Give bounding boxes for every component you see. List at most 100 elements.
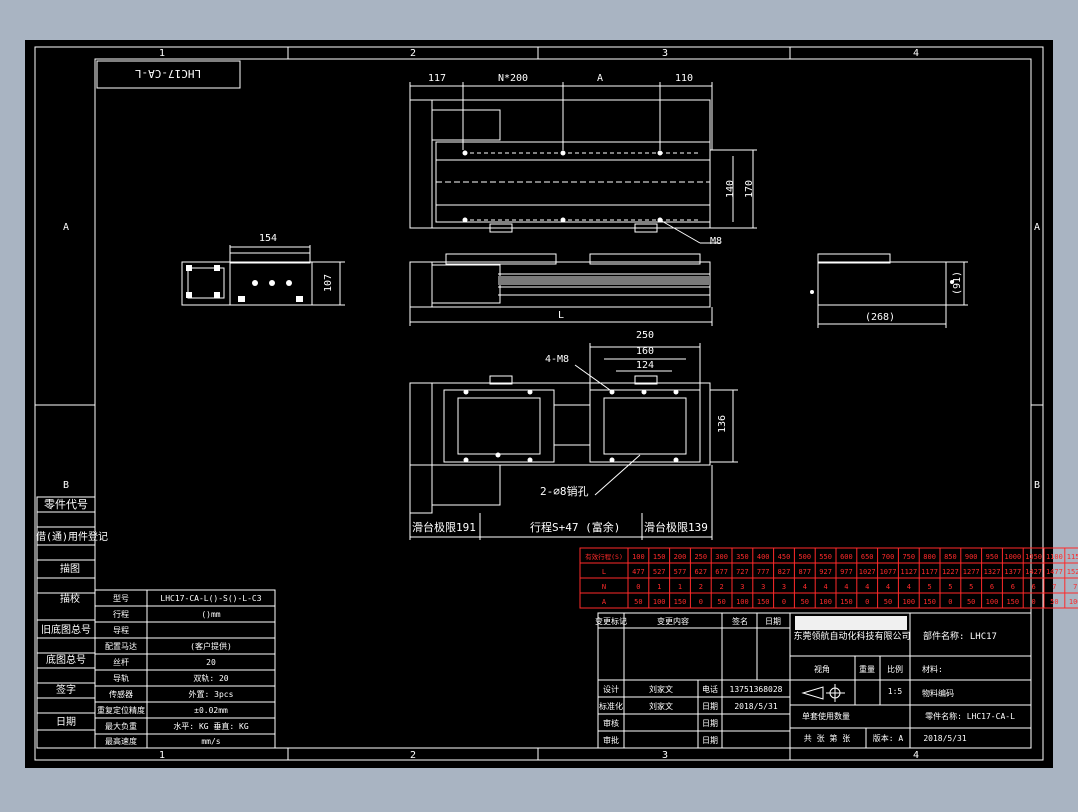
stroke-table-cell: 150 (1006, 598, 1019, 606)
spec-label: 传感器 (109, 689, 133, 699)
stroke-table-cell: 1000 (1004, 553, 1021, 561)
registry-old-base: 旧底图总号 (41, 623, 91, 636)
scale-label: 比例 (887, 664, 903, 674)
stroke-table-cell: 577 (674, 568, 687, 576)
stroke-table-cell: 6 (1011, 583, 1015, 591)
spec-value: 双轨: 20 (193, 673, 228, 683)
stroke-table-cell: 877 (798, 568, 811, 576)
part-name-label: 部件名称: LHC17 (923, 630, 997, 642)
stroke-table-cell: 0 (636, 583, 640, 591)
stroke-table-row-label: 有效行程(S) (585, 552, 623, 561)
spec-value: LHC17-CA-L()-S()-L-C3 (160, 594, 261, 603)
stroke-table-cell: 900 (965, 553, 978, 561)
change-header-content: 变更内容 (657, 616, 689, 626)
stroke-table-cell: 100 (986, 598, 999, 606)
stroke-table-cell: 1150 (1067, 553, 1078, 561)
version-label: 版本: A (873, 733, 904, 743)
stroke-table-cell: 50 (967, 598, 975, 606)
stroke-table-cell: 1527 (1067, 568, 1078, 576)
stroke-table-cell: 1077 (880, 568, 897, 576)
projection-symbol (801, 684, 845, 702)
right-end-view (817, 253, 968, 328)
registry-base: 底图总号 (46, 653, 86, 666)
registry-trace: 描图 (60, 562, 80, 575)
inner-frame (94, 58, 1032, 749)
stroke-table-cell: 150 (923, 598, 936, 606)
stroke-table-cell: 50 (1050, 598, 1058, 606)
dim-170: 170 (744, 180, 755, 198)
stroke-table-cell: 800 (923, 553, 936, 561)
spec-value: 外置: 3pcs (189, 689, 234, 699)
stroke-table-cell: 950 (986, 553, 999, 561)
dim-91: (91) (952, 271, 963, 295)
stroke-table-cell: 0 (699, 598, 703, 606)
dim-n200: N*200 (498, 73, 528, 84)
dim-limit-left: 滑台极限191 (412, 520, 476, 534)
stroke-table-cell: 3 (740, 583, 744, 591)
stroke-table-cell: 4 (823, 583, 827, 591)
sheets-label: 共 张 第 张 (804, 733, 850, 743)
spec-label: 型号 (113, 594, 129, 603)
spec-value: (客户提供) (190, 641, 232, 651)
title-block-frame (597, 612, 1032, 749)
stroke-table-cell: 1227 (942, 568, 959, 576)
stroke-table-cell: 0 (782, 598, 786, 606)
dim-160: 160 (636, 346, 654, 357)
stroke-table-cell: 4 (803, 583, 807, 591)
spec-label: 导程 (113, 626, 129, 635)
spec-table-frame (94, 589, 276, 749)
stroke-table-cell: 1477 (1046, 568, 1063, 576)
stroke-table-cell: 1177 (921, 568, 938, 576)
stroke-table-cell: 150 (653, 553, 666, 561)
stroke-table-cell: 650 (861, 553, 874, 561)
drawing-code: LHC17-CA-L (135, 67, 202, 80)
stroke-table-cell: 1050 (1025, 553, 1042, 561)
registry-part-code: 零件代号 (44, 498, 88, 511)
stroke-table-cell: 3 (782, 583, 786, 591)
spec-value: 20 (206, 658, 216, 667)
stroke-table-cell: 100 (653, 598, 666, 606)
stroke-table-cell: 50 (634, 598, 642, 606)
stroke-table-row-label: N (602, 583, 606, 591)
stroke-table-cell: 50 (717, 598, 725, 606)
stroke-table-cell: 5 (969, 583, 973, 591)
stroke-table-cell: 0 (1031, 598, 1035, 606)
stroke-table-cell: 627 (694, 568, 707, 576)
stroke-table-cell: 677 (715, 568, 728, 576)
person-field: 日期 (702, 702, 718, 711)
stroke-table-cell: 200 (674, 553, 687, 561)
date-value: 2018/5/31 (923, 734, 967, 743)
person-role: 标准化 (599, 701, 623, 711)
person-role: 审核 (603, 718, 619, 728)
weight-label: 重量 (859, 664, 875, 674)
person-name: 刘家文 (649, 701, 673, 711)
spec-value: 水平: KG 垂直: KG (173, 721, 249, 731)
stroke-table-cell: 250 (694, 553, 707, 561)
top-view (409, 82, 757, 244)
stroke-table-cell: 400 (757, 553, 770, 561)
person-value: 13751368028 (730, 685, 783, 694)
registry-date: 日期 (56, 716, 76, 728)
zone-row-b-left: B (63, 480, 69, 491)
stroke-table-cell: 1127 (900, 568, 917, 576)
stroke-table-cell: 750 (902, 553, 915, 561)
stroke-table-cell: 0 (865, 598, 869, 606)
stroke-table-cell: 777 (757, 568, 770, 576)
stroke-table-cell: 477 (632, 568, 645, 576)
dim-110: 110 (675, 73, 693, 84)
stroke-table-cell: 550 (819, 553, 832, 561)
dim-l: L (558, 310, 564, 321)
stroke-table-cell: 300 (715, 553, 728, 561)
spec-value: mm/s (201, 737, 220, 746)
stroke-table-cell: 977 (840, 568, 853, 576)
person-value: 2018/5/31 (734, 702, 778, 711)
spec-label: 丝杆 (113, 657, 129, 667)
material-label: 材料: (922, 664, 943, 674)
dim-124: 124 (636, 360, 654, 371)
drawing-area[interactable] (25, 40, 1053, 768)
stroke-table-cell: 827 (778, 568, 791, 576)
stroke-table-cell: 4 (886, 583, 890, 591)
zone-col-3-bottom: 3 (662, 750, 668, 761)
outer-frame (34, 46, 1044, 761)
